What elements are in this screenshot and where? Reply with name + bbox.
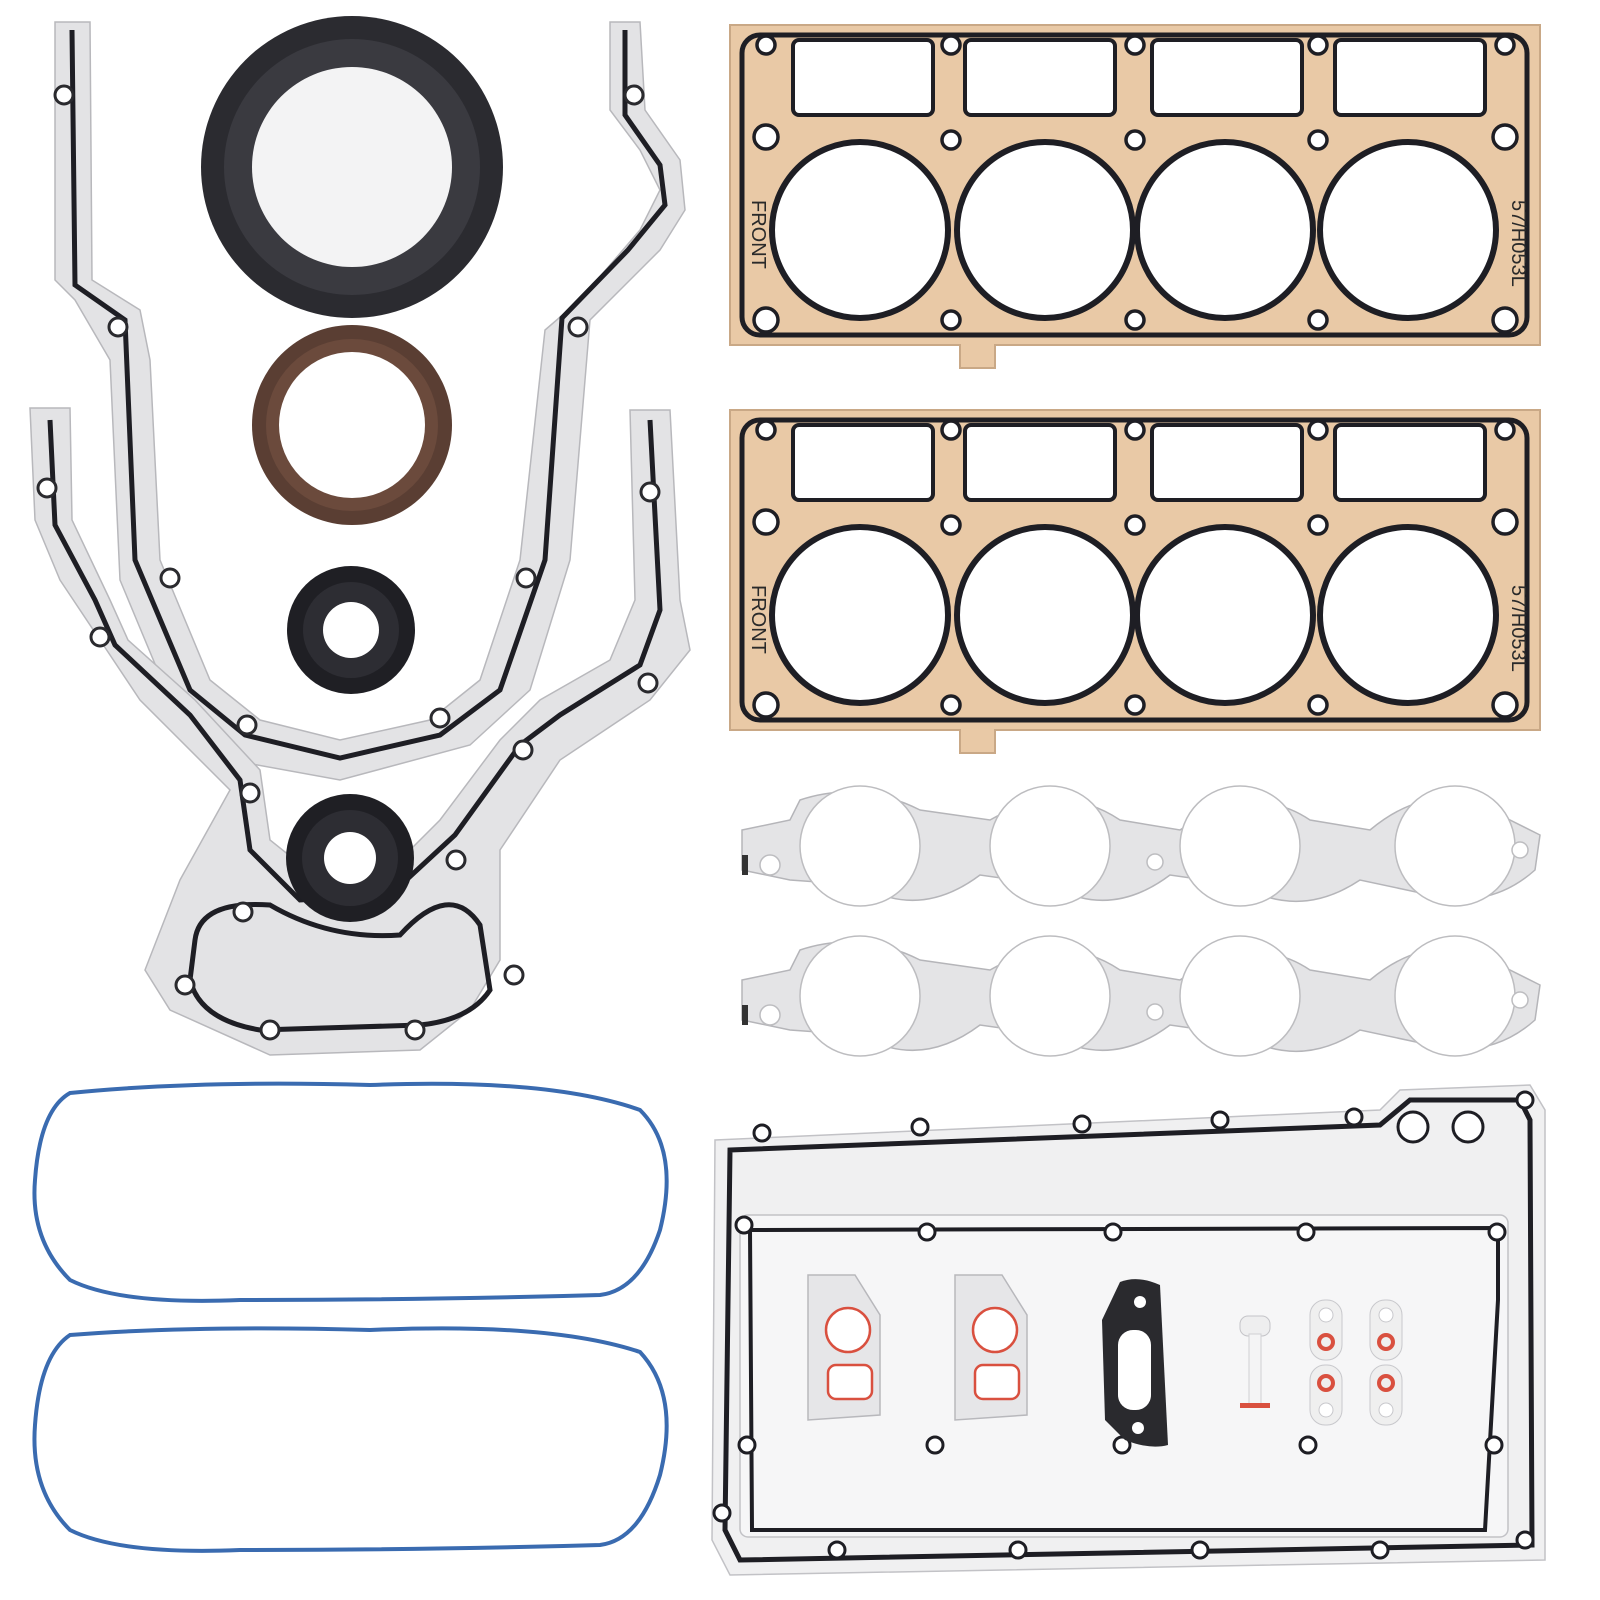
water-pump-gasket-2 xyxy=(954,1274,1028,1421)
small-seal-upper xyxy=(287,566,415,694)
water-pump-gasket-1 xyxy=(807,1274,881,1421)
pcv-plug xyxy=(1239,1315,1271,1408)
oil-filter-adapter-gasket xyxy=(1102,1279,1168,1447)
front-crank-seal xyxy=(252,325,452,525)
rear-main-seal xyxy=(201,16,503,318)
oring-plates xyxy=(1309,1299,1403,1426)
part-marking: 57/H053L xyxy=(1507,585,1529,672)
timing-cover-gasket-lower xyxy=(29,407,691,1056)
front-marking: FRONT xyxy=(747,585,769,654)
head-gasket-1: FRONT 57/H053L xyxy=(729,24,1541,369)
exhaust-gasket-1 xyxy=(741,785,1541,907)
part-marking: 57/H053L xyxy=(1507,200,1529,287)
exhaust-gasket-2 xyxy=(741,935,1541,1057)
valve-cover-gasket-1 xyxy=(32,1081,669,1303)
front-marking: FRONT xyxy=(747,200,769,269)
small-seal-lower xyxy=(286,794,414,922)
head-gasket-2: FRONT 57/H053L xyxy=(729,409,1541,754)
valve-cover-gasket-2 xyxy=(32,1326,669,1553)
